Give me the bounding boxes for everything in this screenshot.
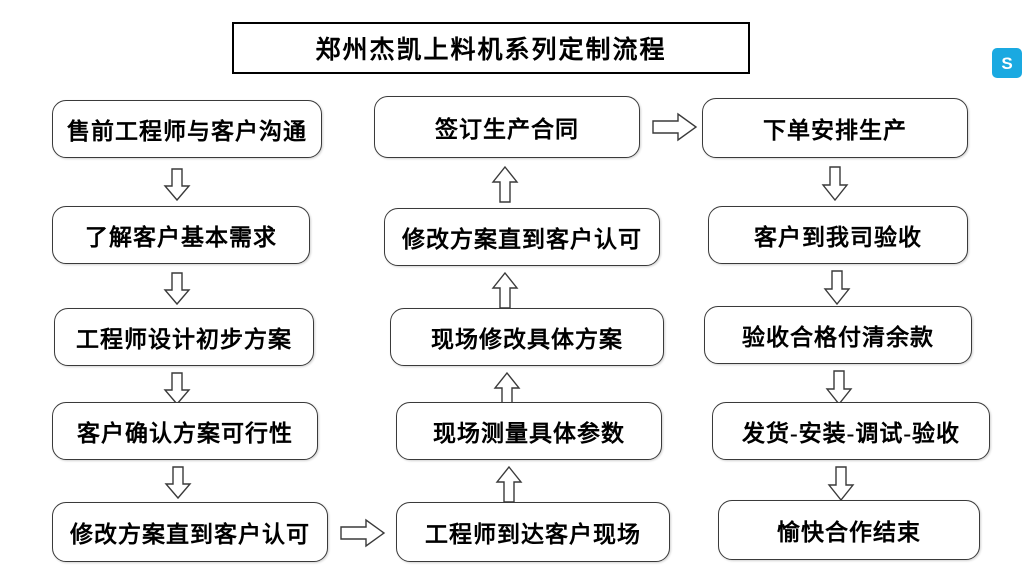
node-right-3[interactable]: 验收合格付清余款	[704, 306, 972, 364]
node-right-5[interactable]: 愉快合作结束	[718, 500, 980, 560]
node-right-2-label: 客户到我司验收	[754, 225, 922, 250]
node-left-4[interactable]: 客户确认方案可行性	[52, 402, 318, 460]
node-left-5-label: 修改方案直到客户认可	[70, 522, 310, 547]
arrow-left-2-3	[162, 272, 192, 311]
node-middle-4-label: 现场测量具体参数	[433, 421, 625, 446]
arrow-middle-2-1	[490, 165, 520, 209]
node-middle-2[interactable]: 修改方案直到客户认可	[384, 208, 660, 266]
node-left-1[interactable]: 售前工程师与客户沟通	[52, 100, 322, 158]
arrow-left-3-4	[162, 372, 192, 411]
node-middle-2-label: 修改方案直到客户认可	[402, 227, 642, 252]
node-middle-4[interactable]: 现场测量具体参数	[396, 402, 662, 460]
node-left-1-label: 售前工程师与客户沟通	[67, 119, 307, 144]
node-left-2[interactable]: 了解客户基本需求	[52, 206, 310, 264]
arrow-left-to-middle	[340, 518, 386, 553]
arrow-middle-to-right	[652, 112, 698, 147]
node-left-5[interactable]: 修改方案直到客户认可	[52, 502, 328, 562]
arrow-right-2-3	[822, 270, 852, 311]
node-right-4[interactable]: 发货-安装-调试-验收	[712, 402, 990, 460]
node-right-4-label: 发货-安装-调试-验收	[742, 421, 960, 446]
node-middle-3-label: 现场修改具体方案	[431, 327, 623, 352]
node-left-2-label: 了解客户基本需求	[85, 225, 277, 250]
node-right-2[interactable]: 客户到我司验收	[708, 206, 968, 264]
node-right-5-label: 愉快合作结束	[777, 520, 921, 545]
chart-title: 郑州杰凯上料机系列定制流程	[315, 37, 667, 64]
arrow-right-1-2	[820, 166, 850, 207]
arrow-right-4-5	[826, 466, 856, 507]
node-middle-1[interactable]: 签订生产合同	[374, 96, 640, 158]
node-middle-3[interactable]: 现场修改具体方案	[390, 308, 664, 366]
node-right-1[interactable]: 下单安排生产	[702, 98, 968, 158]
node-left-3-label: 工程师设计初步方案	[76, 327, 292, 352]
watermark-logo: S	[992, 48, 1022, 78]
arrow-left-1-2	[162, 168, 192, 207]
node-middle-5[interactable]: 工程师到达客户现场	[396, 502, 670, 562]
node-middle-1-label: 签订生产合同	[435, 117, 579, 142]
node-right-3-label: 验收合格付清余款	[742, 325, 934, 350]
chart-title-box: 郑州杰凯上料机系列定制流程	[232, 22, 750, 74]
node-right-1-label: 下单安排生产	[763, 118, 907, 143]
logo-letter-icon: S	[1001, 53, 1013, 73]
node-left-3[interactable]: 工程师设计初步方案	[54, 308, 314, 366]
arrow-right-3-4	[824, 370, 854, 411]
arrow-left-4-5	[163, 466, 193, 505]
node-left-4-label: 客户确认方案可行性	[77, 421, 293, 446]
node-middle-5-label: 工程师到达客户现场	[425, 522, 641, 547]
